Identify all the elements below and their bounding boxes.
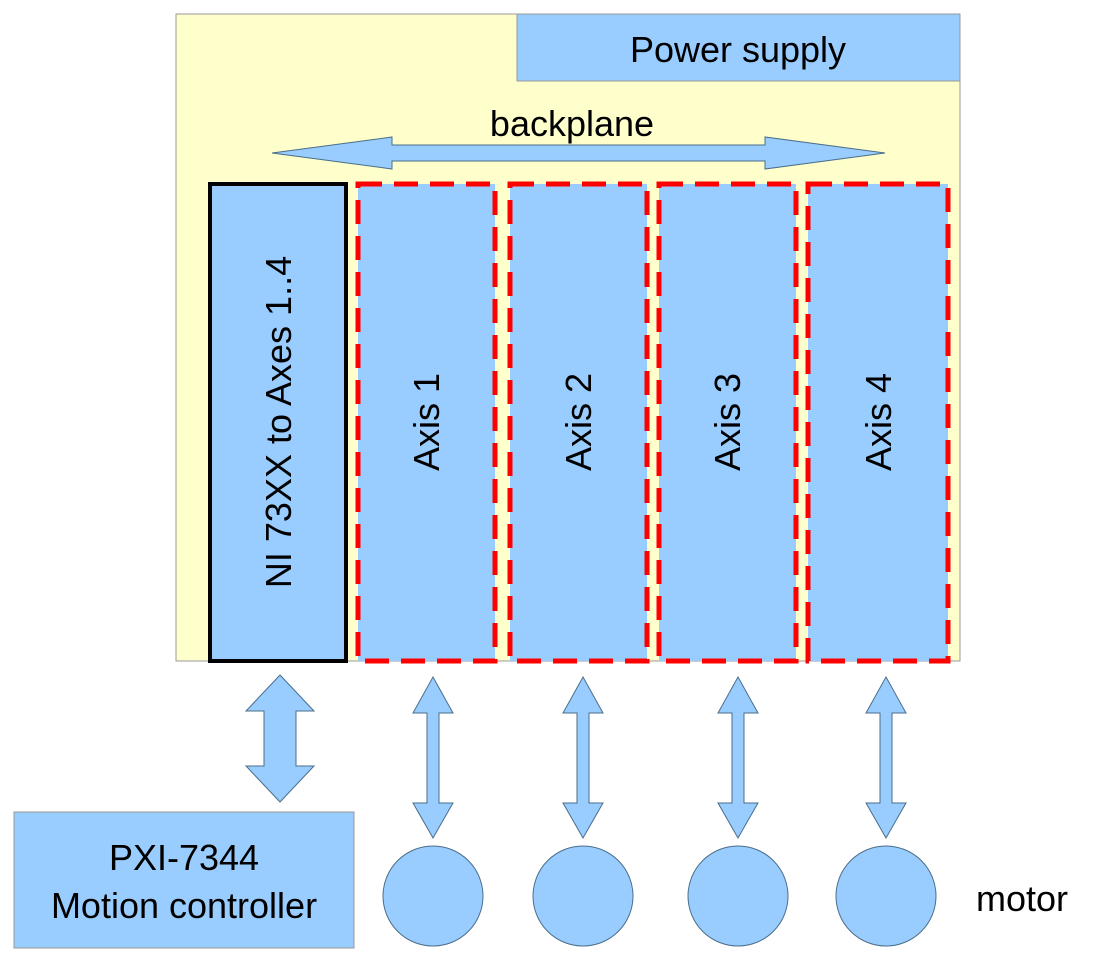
axis-box (355, 181, 498, 664)
controller-description-label: Motion controller (51, 885, 317, 926)
controller-model-label: PXI-7344 (109, 837, 259, 878)
axis-module-3: Axis 3 (656, 181, 799, 664)
power-supply-label: Power supply (630, 29, 846, 70)
backplane-label: backplane (490, 103, 654, 144)
axis-module-2: Axis 2 (507, 181, 650, 664)
axis-box (507, 181, 650, 664)
axis-3-motor-arrow (717, 675, 759, 840)
interface-module (208, 182, 348, 663)
motion-controller-box (13, 811, 355, 949)
axis-1-motor-arrow (412, 675, 454, 840)
motor-4 (835, 845, 937, 947)
motor-label: motor (976, 878, 1068, 919)
motor-1 (382, 845, 484, 947)
axis-module-4: Axis 4 (805, 181, 951, 664)
motor-2 (532, 845, 634, 947)
axis-4-motor-arrow (865, 675, 907, 840)
controller-link-arrow (244, 674, 316, 803)
backplane-arrow (271, 136, 886, 170)
axis-label: Axis 2 (558, 373, 599, 471)
interface-module-label: NI 73XX to Axes 1..4 (258, 256, 299, 588)
power-supply-box (516, 13, 961, 82)
axis-label: Axis 3 (707, 373, 748, 471)
axis-label: Axis 4 (858, 373, 899, 471)
axis-2-motor-arrow (562, 675, 604, 840)
axis-label: Axis 1 (406, 373, 447, 471)
axis-box (656, 181, 799, 664)
axis-module-1: Axis 1 (355, 181, 498, 664)
axis-box (805, 181, 951, 664)
motor-3 (687, 845, 789, 947)
